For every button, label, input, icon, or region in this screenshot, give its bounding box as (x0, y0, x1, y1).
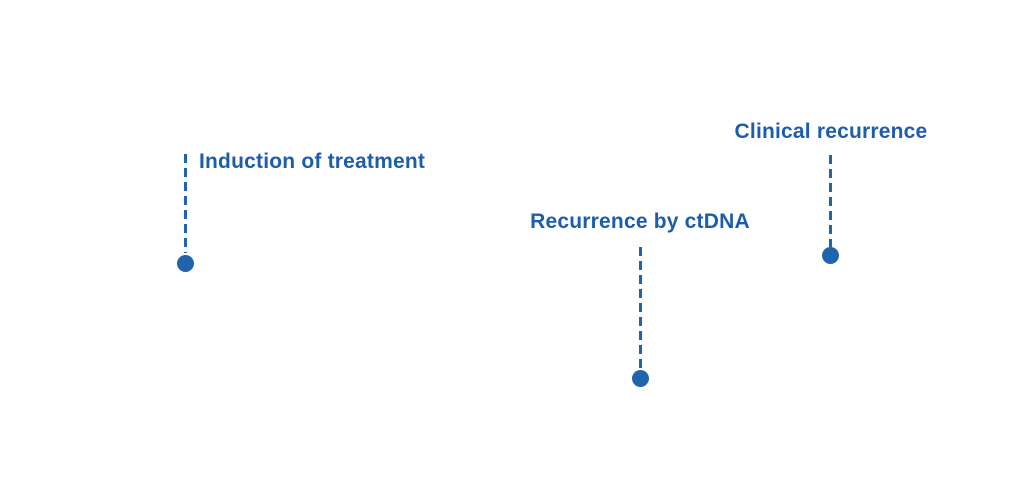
induction-marker-dot (177, 255, 194, 272)
ctdna-recurrence-dashed-leader-line (639, 247, 642, 369)
ctdna-recurrence-marker-dot (632, 370, 649, 387)
clinical-recurrence-dashed-leader-line (829, 155, 832, 247)
event-label-clinical-recurrence: Clinical recurrence (734, 120, 928, 143)
event-label-ctdna-recurrence: Recurrence by ctDNA (530, 210, 750, 233)
event-label-induction: Induction of treatment (199, 150, 426, 173)
clinical-recurrence-marker-dot (822, 247, 839, 264)
induction-dashed-leader-line (184, 154, 187, 253)
